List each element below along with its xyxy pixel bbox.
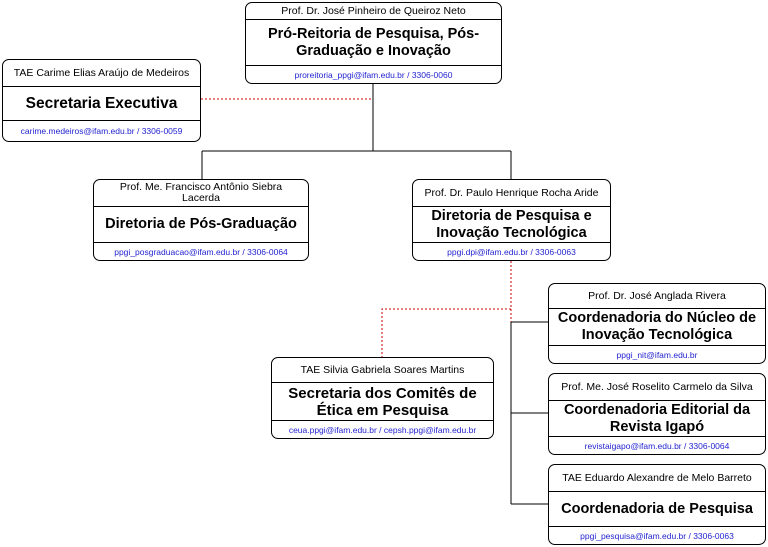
node-head: TAE Eduardo Alexandre de Melo Barreto bbox=[549, 465, 765, 492]
node-title: Coordenadoria de Pesquisa bbox=[549, 492, 765, 527]
node-pro-reitoria: Prof. Dr. José Pinheiro de Queiroz Neto … bbox=[245, 2, 502, 84]
node-title: Coordenadoria do Núcleo de Inovação Tecn… bbox=[549, 309, 765, 346]
node-secretaria-comites-etica: TAE Silvia Gabriela Soares Martins Secre… bbox=[271, 357, 494, 439]
node-diretoria-pos-graduacao: Prof. Me. Francisco Antônio Siebra Lacer… bbox=[93, 179, 309, 261]
node-title: Secretaria Executiva bbox=[3, 87, 200, 121]
node-coord-editorial: Prof. Me. José Roselito Carmelo da Silva… bbox=[548, 373, 766, 455]
node-contact: ceua.ppgi@ifam.edu.br / cepsh.ppgi@ifam.… bbox=[288, 424, 477, 435]
node-contact: carime.medeiros@ifam.edu.br / 3306-0059 bbox=[20, 126, 183, 136]
node-head: Prof. Dr. Paulo Henrique Rocha Aride bbox=[413, 180, 610, 207]
node-contact: ppgi.dpi@ifam.edu.br / 3306-0063 bbox=[447, 246, 576, 257]
node-coord-pesquisa: TAE Eduardo Alexandre de Melo Barreto Co… bbox=[548, 464, 766, 545]
node-head: Prof. Dr. José Anglada Rivera bbox=[549, 284, 765, 309]
node-head: Prof. Me. Francisco Antônio Siebra Lacer… bbox=[94, 180, 308, 207]
node-title: Secretaria dos Comitês de Ética em Pesqu… bbox=[272, 383, 493, 421]
node-title: Diretoria de Pós-Graduação bbox=[94, 207, 308, 243]
node-head: TAE Carime Elias Araújo de Medeiros bbox=[3, 60, 200, 87]
node-head: Prof. Me. José Roselito Carmelo da Silva bbox=[549, 374, 765, 401]
node-head: TAE Silvia Gabriela Soares Martins bbox=[272, 358, 493, 383]
node-head: Prof. Dr. José Pinheiro de Queiroz Neto bbox=[246, 3, 501, 20]
node-title: Pró-Reitoria de Pesquisa, Pós-Graduação … bbox=[246, 20, 501, 66]
node-secretaria-executiva: TAE Carime Elias Araújo de Medeiros Secr… bbox=[2, 59, 201, 142]
node-coord-nit: Prof. Dr. José Anglada Rivera Coordenado… bbox=[548, 283, 766, 364]
dotted-link-secretaria-comites bbox=[381, 308, 511, 357]
node-contact: revistaigapo@ifam.edu.br / 3306-0064 bbox=[584, 440, 730, 451]
node-contact: proreitoria_ppgi@ifam.edu.br / 3306-0060 bbox=[294, 69, 453, 80]
node-contact: ppgi_posgraduacao@ifam.edu.br / 3306-006… bbox=[114, 246, 288, 257]
node-contact: ppgi_pesquisa@ifam.edu.br / 3306-0063 bbox=[580, 530, 734, 541]
node-title: Diretoria de Pesquisa e Inovação Tecnoló… bbox=[413, 207, 610, 243]
node-contact: ppgi_nit@ifam.edu.br bbox=[616, 349, 698, 360]
node-diretoria-pesquisa-inovacao: Prof. Dr. Paulo Henrique Rocha Aride Dir… bbox=[412, 179, 611, 261]
node-title: Coordenadoria Editorial da Revista Igapó bbox=[549, 401, 765, 437]
